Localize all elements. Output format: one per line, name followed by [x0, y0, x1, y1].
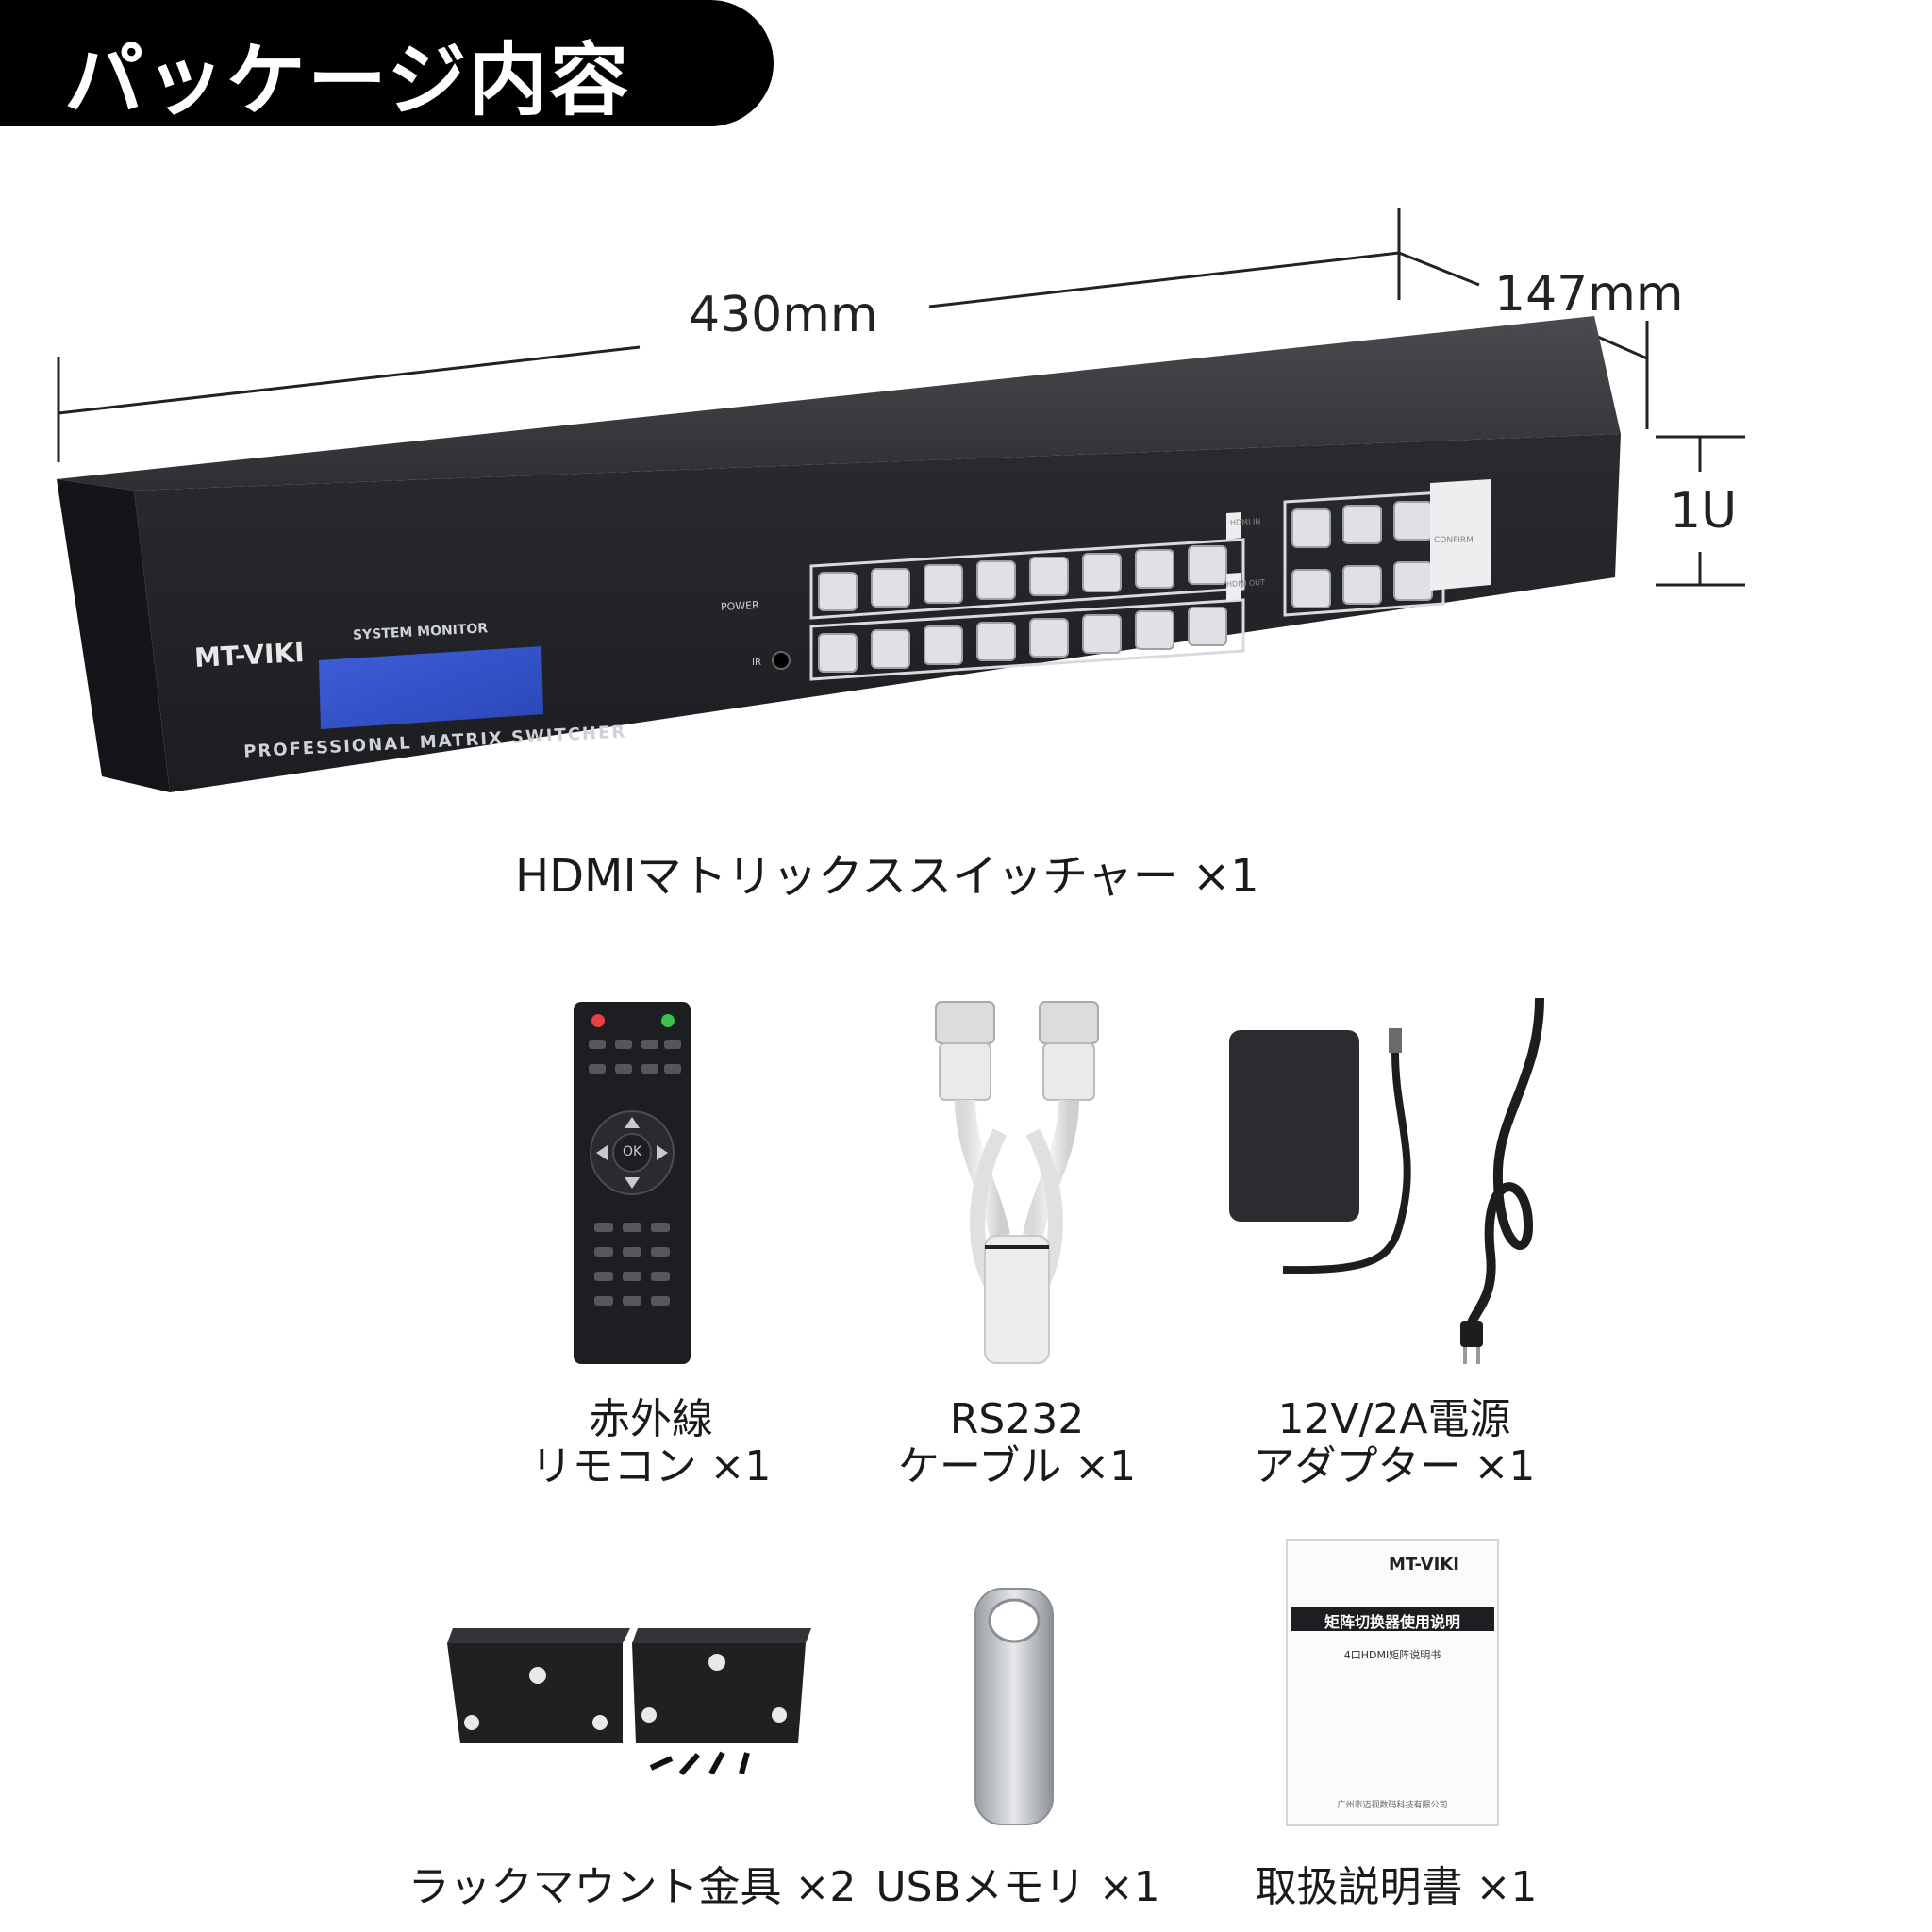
confirm-label: CONFIRM: [1434, 536, 1474, 545]
rack-mount-brackets: [447, 1628, 811, 1776]
depth-dimension: 147mm: [1494, 266, 1684, 323]
remote-keys: [589, 1040, 681, 1074]
item-caption-rs232: RS232 ケーブル ×1: [897, 1395, 1137, 1491]
width-dimension: 430mm: [689, 287, 878, 343]
instruction-manual: [1286, 1539, 1499, 1826]
item-caption-adapter: 12V/2A電源 アダプター ×1: [1253, 1395, 1536, 1491]
lcd-display: [319, 646, 543, 729]
hdmi-in-label: HDMI IN: [1229, 517, 1261, 527]
power-adapter: [1229, 997, 1544, 1364]
item-caption-remote: 赤外線 リモコン ×1: [530, 1395, 772, 1491]
main-item-caption: HDMIマトリックススイッチャー ×1: [515, 850, 1259, 903]
device-top: [57, 316, 1621, 491]
label-plates: [1226, 479, 1491, 601]
power-key-icon: [591, 1014, 605, 1027]
page-title: パッケージ内容: [64, 34, 631, 126]
device-left-side: [57, 479, 170, 792]
usb-memory-stick: [974, 1588, 1054, 1825]
ir-label: IR: [752, 658, 761, 668]
device-brand: MT-VIKI: [193, 636, 306, 675]
item-caption-usb: USBメモリ ×1: [875, 1863, 1160, 1911]
button-groups: [809, 491, 1445, 681]
title-banner: [0, 0, 774, 126]
ok-key: [612, 1133, 652, 1173]
manual-brand: MT-VIKI: [1389, 1555, 1459, 1574]
manual-subtitle: 4口HDMI矩阵说明书: [1343, 1649, 1441, 1661]
rs232-cable: [935, 1001, 1099, 1364]
power-label: POWER: [720, 598, 760, 614]
item-caption-rack-mount: ラックマウント金具 ×2: [408, 1863, 857, 1911]
ir-sensor: [772, 651, 791, 670]
height-dimension: 1U: [1670, 483, 1738, 540]
number-keys: [594, 1223, 670, 1306]
front-buttons: [818, 501, 1433, 673]
dpad-arrows: [596, 1117, 668, 1189]
manual-footer: 广州市迈视数码科技有限公司: [1337, 1801, 1448, 1810]
manual-title: 矩阵切换器使用说明: [1324, 1613, 1460, 1631]
item-caption-manual: 取扱説明書 ×1: [1255, 1863, 1538, 1911]
green-key-icon: [661, 1014, 675, 1027]
remote-ok-label: OK: [623, 1144, 642, 1159]
